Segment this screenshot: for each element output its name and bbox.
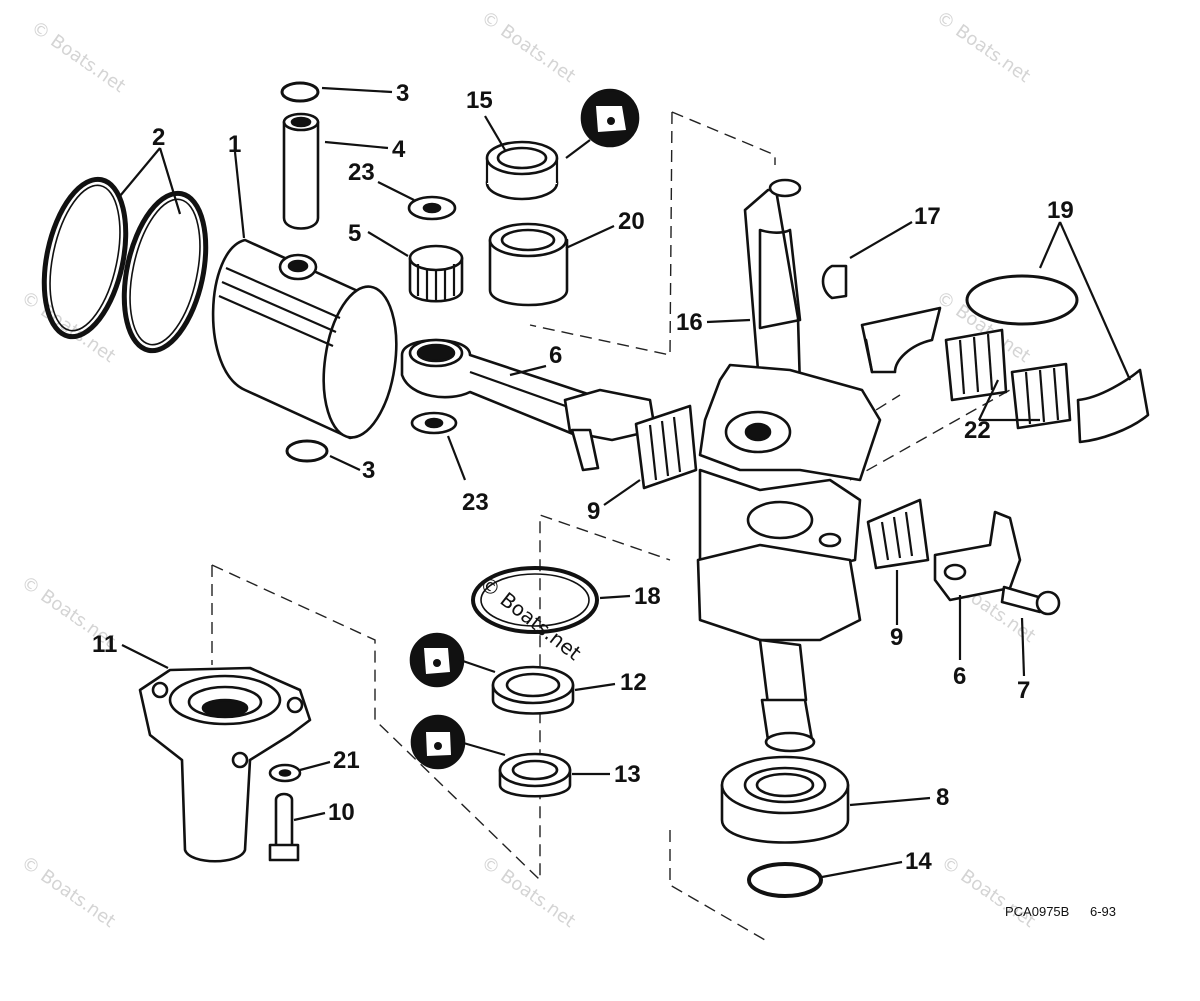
watermark: © Boats.net <box>17 287 119 367</box>
bearing-cage-lower <box>866 498 930 570</box>
callout-1: 1 <box>228 131 241 158</box>
callout-3-top: 3 <box>396 80 409 107</box>
piston <box>211 238 398 440</box>
sealant-icon-12 <box>409 632 465 688</box>
callout-5: 5 <box>348 220 361 247</box>
oil-seal-upper <box>485 140 559 201</box>
callout-23-bottom: 23 <box>462 489 489 516</box>
drawing-date: 6-93 <box>1090 904 1116 919</box>
watermark: © Boats.net <box>27 17 129 97</box>
watermark: © Boats.net <box>17 852 119 932</box>
callout-13: 13 <box>614 761 641 788</box>
bearing-race-left <box>860 306 942 374</box>
o-ring <box>471 566 599 634</box>
rod-bolt <box>1000 585 1061 616</box>
woodruff-key <box>821 264 848 300</box>
roller-bearing-upper <box>488 222 569 307</box>
needle-bearing-wrist-pin <box>408 244 464 303</box>
leader-lines <box>119 86 1132 879</box>
callout-2: 2 <box>152 124 165 151</box>
callout-8: 8 <box>936 784 949 811</box>
screw-10 <box>268 792 300 862</box>
sealant-icon-13 <box>410 714 466 770</box>
callout-21: 21 <box>333 747 360 774</box>
callout-22: 22 <box>964 417 991 444</box>
drawing-code: PCA0975B <box>1005 904 1069 919</box>
callout-9-right: 9 <box>890 624 903 651</box>
wrist-pin <box>282 112 320 230</box>
connecting-rod <box>400 338 657 472</box>
callout-3-bottom: 3 <box>362 457 375 484</box>
watermark: © Boats.net <box>477 7 579 87</box>
callout-23-top: 23 <box>348 159 375 186</box>
bearing-race-right <box>1076 368 1150 444</box>
sealant-icon <box>580 88 640 148</box>
callout-6-rod: 6 <box>549 342 562 369</box>
callout-16: 16 <box>676 309 703 336</box>
connecting-rod-cap <box>933 510 1022 602</box>
callout-14: 14 <box>905 848 932 875</box>
callout-labels: 1 2 3 3 4 5 6 6 7 8 9 9 10 11 12 13 14 1… <box>92 80 1074 875</box>
retaining-ring-14 <box>747 862 823 898</box>
callout-7: 7 <box>1017 677 1030 704</box>
retaining-clips <box>280 81 329 463</box>
callout-18: 18 <box>634 583 661 610</box>
drawing-reference: PCA0975B 6-93 <box>1005 904 1116 919</box>
piston-rings <box>41 176 209 354</box>
callout-17: 17 <box>914 203 941 230</box>
watermark: © Boats.net <box>937 852 1039 932</box>
callout-4: 4 <box>392 136 406 163</box>
oil-seal-13 <box>498 752 572 798</box>
bearing-cage-upper <box>634 404 698 490</box>
bearing-housing <box>138 666 312 863</box>
watermark: © Boats.net <box>477 852 579 932</box>
ball-bearing-lower <box>720 755 850 844</box>
retaining-ring-19 <box>965 274 1079 326</box>
callout-20: 20 <box>618 208 645 235</box>
callout-9-left: 9 <box>587 498 600 525</box>
callout-12: 12 <box>620 669 647 696</box>
callout-11: 11 <box>92 631 117 658</box>
watermark: © Boats.net <box>932 7 1034 87</box>
roller-bearing-halves <box>944 328 1072 430</box>
callout-15: 15 <box>466 87 493 114</box>
crankshaft <box>696 178 882 753</box>
washer-21 <box>268 763 302 783</box>
thrust-washers <box>407 195 458 435</box>
callout-19: 19 <box>1047 197 1074 224</box>
oil-seal-12 <box>491 665 575 715</box>
callout-6-cap: 6 <box>953 663 966 690</box>
callout-10: 10 <box>328 799 355 826</box>
